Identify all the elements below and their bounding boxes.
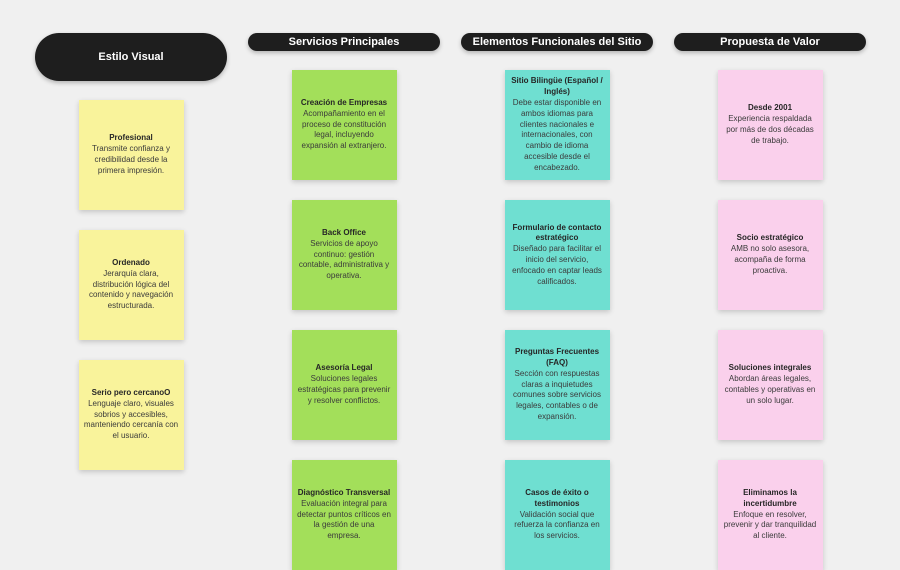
notes-stack: Creación de Empresas Acompañamiento en e… — [291, 70, 397, 570]
note-body: Diseñado para facilitar el inicio del se… — [512, 244, 602, 286]
sticky-note[interactable]: Casos de éxito o testimonios Validación … — [504, 460, 610, 570]
note-title: Casos de éxito o testimonios — [525, 488, 589, 508]
column-header-propuesta-de-valor[interactable]: Propuesta de Valor — [674, 33, 866, 51]
sticky-note[interactable]: Diagnóstico Transversal Evaluación integ… — [291, 460, 397, 570]
sticky-note[interactable]: Formulario de contacto estratégico Diseñ… — [504, 200, 610, 310]
column-header-label: Estilo Visual — [98, 51, 164, 63]
sticky-note[interactable]: Serio pero cercanoO Lenguaje claro, visu… — [78, 360, 184, 470]
note-body: Servicios de apoyo continuo: gestión con… — [298, 238, 390, 281]
note-body: Validación social que refuerza la confia… — [514, 509, 600, 541]
notes-stack: Sitio Bilingüe (Español / Inglés) Debe e… — [504, 70, 610, 570]
column-header-estilo-visual[interactable]: Estilo Visual — [35, 33, 227, 81]
note-title: Ordenado — [112, 258, 150, 267]
note-body: Transmite confianza y credibilidad desde… — [92, 144, 170, 175]
note-title: Desde 2001 — [747, 103, 793, 113]
note-title: Formulario de contacto estratégico — [512, 222, 602, 243]
note-body: Experiencia respaldada por más de dos dé… — [726, 114, 814, 145]
sticky-note[interactable]: Sitio Bilingüe (Español / Inglés) Debe e… — [504, 70, 610, 180]
sticky-note[interactable]: Asesoría Legal Soluciones legales estrat… — [291, 330, 397, 440]
note-title: Creación de Empresas — [300, 98, 388, 107]
note-body: Jerarquía clara, distribución lógica del… — [88, 268, 174, 311]
column-elementos-funcionales: Elementos Funcionales del Sitio Sitio Bi… — [461, 33, 653, 570]
note-body: Sección con respuestas claras a inquietu… — [512, 368, 602, 421]
column-servicios-principales: Servicios Principales Creación de Empres… — [248, 33, 440, 570]
sticky-note[interactable]: Soluciones integrales Abordan áreas lega… — [717, 330, 823, 440]
sticky-note[interactable]: Preguntas Frecuentes (FAQ) Sección con r… — [504, 330, 610, 440]
notes-stack: Profesional Transmite confianza y credib… — [78, 100, 184, 470]
sticky-note[interactable]: Socio estratégico AMB no solo asesora, a… — [717, 200, 823, 310]
column-propuesta-de-valor: Propuesta de Valor Desde 2001 Experienci… — [674, 33, 866, 570]
sticky-note[interactable]: Eliminamos la incertidumbre Enfoque en r… — [717, 460, 823, 570]
note-body: Abordan áreas legales, contables y opera… — [724, 374, 816, 405]
column-header-label: Servicios Principales — [288, 36, 400, 48]
column-header-label: Elementos Funcionales del Sitio — [472, 36, 642, 48]
sticky-note[interactable]: Profesional Transmite confianza y credib… — [78, 100, 184, 210]
note-title: Profesional — [109, 133, 153, 143]
column-header-label: Propuesta de Valor — [720, 36, 820, 48]
sticky-note[interactable]: Back Office Servicios de apoyo continuo:… — [291, 200, 397, 310]
note-title: Socio estratégico — [736, 233, 804, 243]
column-header-servicios-principales[interactable]: Servicios Principales — [248, 33, 440, 51]
sticky-note[interactable]: Creación de Empresas Acompañamiento en e… — [291, 70, 397, 180]
note-body: Soluciones legales estratégicas para pre… — [297, 374, 391, 405]
sticky-note[interactable]: Desde 2001 Experiencia respaldada por má… — [717, 70, 823, 180]
note-title: Diagnóstico Transversal — [297, 488, 391, 497]
note-body: Debe estar disponible en ambos idiomas p… — [512, 98, 602, 172]
note-body: Enfoque en resolver, prevenir y dar tran… — [723, 509, 817, 541]
column-header-elementos-funcionales[interactable]: Elementos Funcionales del Sitio — [461, 33, 653, 51]
note-title: Asesoría Legal — [315, 363, 373, 373]
column-estilo-visual: Estilo Visual Profesional Transmite conf… — [35, 33, 227, 570]
note-body: AMB no solo asesora, acompaña de forma p… — [730, 244, 810, 275]
note-title: Back Office — [321, 228, 367, 237]
note-body: Lenguaje claro, visuales sobrios y acces… — [83, 398, 179, 441]
note-title: Eliminamos la incertidumbre — [743, 488, 797, 508]
note-title: Preguntas Frecuentes (FAQ) — [514, 347, 600, 367]
note-body: Evaluación integral para detectar puntos… — [297, 498, 391, 541]
notes-stack: Desde 2001 Experiencia respaldada por má… — [717, 70, 823, 570]
note-title: Serio pero cercanoO — [91, 388, 171, 397]
note-title: Soluciones integrales — [728, 363, 812, 373]
sticky-note[interactable]: Ordenado Jerarquía clara, distribución l… — [78, 230, 184, 340]
note-body: Acompañamiento en el proceso de constitu… — [301, 108, 387, 151]
note-title: Sitio Bilingüe (Español / Inglés) — [511, 76, 603, 97]
